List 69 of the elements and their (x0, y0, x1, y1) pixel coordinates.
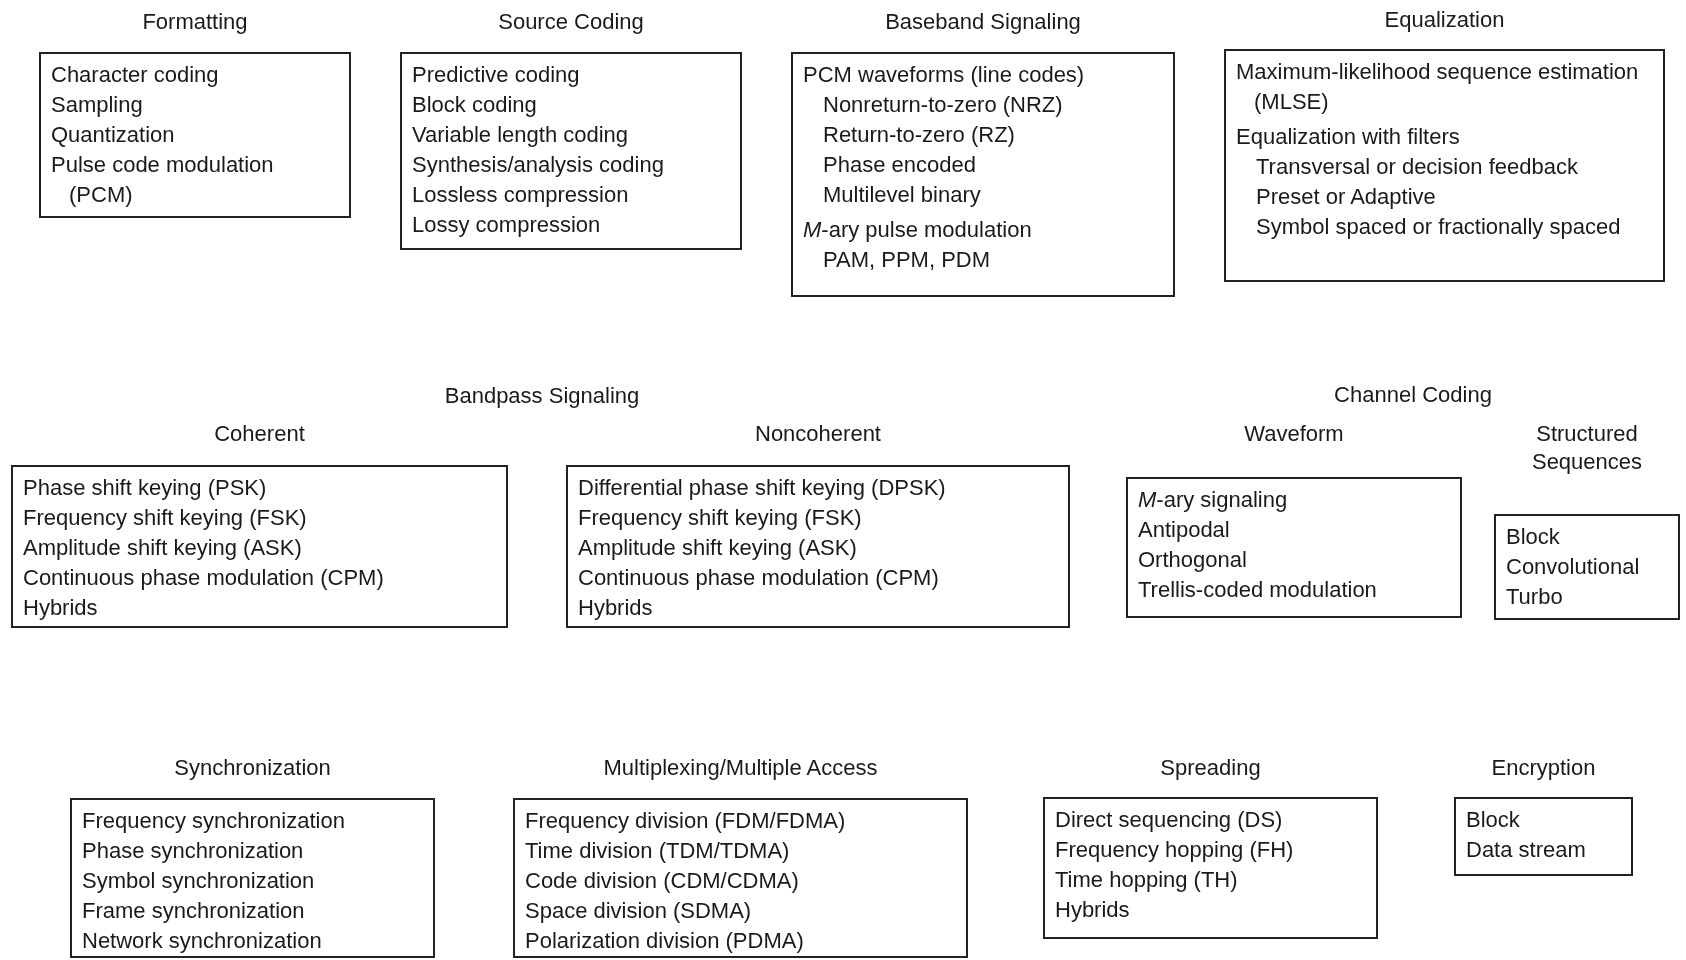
list-item: Continuous phase modulation (CPM) (23, 564, 385, 592)
list-item: Space division (SDMA) (525, 897, 753, 925)
list-item: Data stream (1466, 836, 1587, 864)
list-item: Lossy compression (412, 211, 602, 239)
box-heading: Multiplexing/Multiple Access (603, 754, 878, 782)
box-heading: Coherent (214, 420, 305, 448)
box-heading: Baseband Signaling (885, 8, 1081, 36)
list-item: Predictive coding (412, 61, 581, 89)
list-item: Hybrids (23, 594, 99, 622)
box-heading: Encryption (1491, 754, 1596, 782)
list-item: Frequency shift keying (FSK) (23, 504, 308, 532)
list-item: Maximum-likelihood sequence estimation (MLSE) (1236, 58, 1640, 116)
box-heading: Noncoherent (755, 420, 881, 448)
list-item: Continuous phase modulation (CPM) (578, 564, 940, 592)
list-item: Sampling (51, 91, 144, 119)
list-item: Frequency division (FDM/FDMA) (525, 807, 847, 835)
box-heading: Synchronization (174, 754, 331, 782)
list-item: M-ary pulse modulation (803, 216, 1033, 244)
list-item: Amplitude shift keying (ASK) (23, 534, 303, 562)
list-item: Equalization with filters (1236, 123, 1461, 151)
list-item: Block (1506, 523, 1561, 551)
box-heading: Equalization (1384, 6, 1505, 34)
list-item: Code division (CDM/CDMA) (525, 867, 800, 895)
list-item: Convolutional (1506, 553, 1641, 581)
list-item: Multilevel binary (822, 181, 982, 209)
group-heading: Bandpass Signaling (444, 382, 640, 410)
list-item: Frequency hopping (FH) (1055, 836, 1295, 864)
list-item: M-ary signaling (1138, 486, 1289, 514)
list-item: Time hopping (TH) (1055, 866, 1239, 894)
list-item: Amplitude shift keying (ASK) (578, 534, 858, 562)
list-item: Polarization division (PDMA) (525, 927, 805, 955)
group-heading: Channel Coding (1334, 381, 1492, 409)
list-item: Transversal or decision feedback (1255, 153, 1579, 181)
list-item: Return-to-zero (RZ) (822, 121, 1016, 149)
list-item: Phase shift keying (PSK) (23, 474, 268, 502)
list-item: Pulse code modulation (PCM) (51, 151, 275, 209)
list-item: Quantization (51, 121, 176, 149)
list-item: Trellis-coded modulation (1138, 576, 1378, 604)
box-heading: Source Coding (498, 8, 644, 36)
list-item: Network synchronization (82, 927, 323, 955)
list-item: Hybrids (1055, 896, 1131, 924)
list-item: PCM waveforms (line codes) (803, 61, 1086, 89)
box-heading: Structured Sequences (1530, 420, 1644, 476)
list-item: Synthesis/analysis coding (412, 151, 665, 179)
list-item: Frame synchronization (82, 897, 306, 925)
list-item: Orthogonal (1138, 546, 1248, 574)
list-item: Frequency synchronization (82, 807, 346, 835)
list-item: Phase encoded (822, 151, 977, 179)
list-item: Antipodal (1138, 516, 1231, 544)
list-item: Turbo (1506, 583, 1564, 611)
list-item: Differential phase shift keying (DPSK) (578, 474, 947, 502)
list-item: Hybrids (578, 594, 654, 622)
list-item: Preset or Adaptive (1255, 183, 1437, 211)
box-heading: Spreading (1160, 754, 1261, 782)
list-item: Variable length coding (412, 121, 630, 149)
list-item: Character coding (51, 61, 220, 89)
list-item: Block (1466, 806, 1521, 834)
list-item: Frequency shift keying (FSK) (578, 504, 863, 532)
list-item: Nonreturn-to-zero (NRZ) (822, 91, 1064, 119)
list-item: Symbol synchronization (82, 867, 316, 895)
list-item: PAM, PPM, PDM (822, 246, 992, 274)
box-heading: Waveform (1244, 420, 1344, 448)
list-item: Direct sequencing (DS) (1055, 806, 1284, 834)
list-item: Symbol spaced or fractionally spaced (1255, 213, 1622, 241)
list-item: Time division (TDM/TDMA) (525, 837, 791, 865)
list-item: Phase synchronization (82, 837, 305, 865)
list-item: Lossless compression (412, 181, 630, 209)
box-heading: Formatting (142, 8, 248, 36)
list-item: Block coding (412, 91, 538, 119)
